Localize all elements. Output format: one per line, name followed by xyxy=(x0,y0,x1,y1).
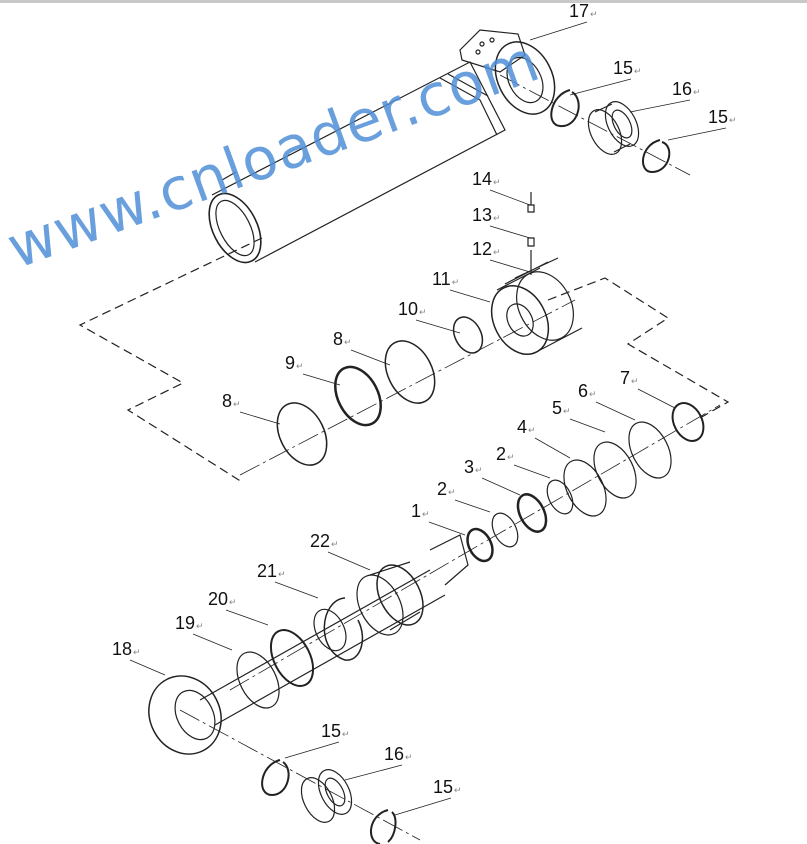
leader-line-4 xyxy=(534,437,571,459)
callout-label-11: 11 xyxy=(432,270,459,291)
callout-label-19: 19 xyxy=(175,614,204,635)
callout-label-5: 5 xyxy=(552,399,571,420)
snap-ring-15-bottom-right xyxy=(370,809,397,844)
callout-label-9: 9 xyxy=(285,354,304,375)
callout-label-15: 15 xyxy=(613,59,642,80)
leader-line-15 xyxy=(667,127,727,141)
leader-line-18 xyxy=(129,659,166,676)
leader-line-20 xyxy=(225,609,269,626)
callout-label-8: 8 xyxy=(333,330,352,351)
callout-label-16: 16 xyxy=(384,745,413,766)
callout-label-18: 18 xyxy=(112,640,141,661)
leader-line-15 xyxy=(569,78,632,96)
callout-label-4: 4 xyxy=(517,418,536,439)
leader-line-21 xyxy=(274,581,319,599)
leader-line-2 xyxy=(454,499,491,513)
ring-2 xyxy=(546,479,574,515)
leader-line-6 xyxy=(595,401,636,421)
callout-label-21: 21 xyxy=(257,562,286,583)
ring-8-upper xyxy=(384,340,436,404)
snap-ring-15-bottom xyxy=(261,759,290,797)
seal-20 xyxy=(269,629,315,687)
leader-line-2 xyxy=(513,464,551,479)
leader-line-15 xyxy=(284,741,340,759)
bearing-16-top xyxy=(587,101,640,155)
leader-line-16 xyxy=(629,99,691,113)
leader-line-11 xyxy=(449,289,491,303)
leader-line-17 xyxy=(529,21,588,41)
leader-lines xyxy=(129,21,727,816)
ring-6 xyxy=(628,421,672,479)
ring-8-lower xyxy=(276,402,328,466)
callout-label-8: 8 xyxy=(222,392,241,413)
callout-label-17: 17 xyxy=(569,2,598,23)
callout-label-10: 10 xyxy=(398,300,427,321)
piston-rod-18 xyxy=(148,534,469,755)
callout-label-15: 15 xyxy=(708,108,737,129)
ring-5 xyxy=(593,441,637,499)
ring-4 xyxy=(563,459,607,517)
pins-12-14 xyxy=(527,192,535,275)
callout-label-2: 2 xyxy=(496,445,515,466)
callout-label-14: 14 xyxy=(472,170,501,191)
snap-ring-22 xyxy=(323,597,364,661)
callout-label-15: 15 xyxy=(321,722,350,743)
leader-line-7 xyxy=(637,388,676,409)
callout-label-12: 12 xyxy=(472,240,501,261)
callout-label-15: 15 xyxy=(433,778,462,799)
snap-ring-15-top-right xyxy=(642,139,671,174)
callout-label-20: 20 xyxy=(208,590,237,611)
ring-3 xyxy=(516,493,548,533)
cylinder-barrel xyxy=(208,29,556,264)
snap-ring-15-top xyxy=(550,89,580,128)
callout-label-3: 3 xyxy=(464,458,483,479)
seal-7 xyxy=(671,402,705,442)
callout-label-7: 7 xyxy=(620,369,639,390)
leader-line-12 xyxy=(489,259,531,273)
leader-line-1 xyxy=(428,521,466,536)
ring-19 xyxy=(236,651,280,709)
dashed-boundary xyxy=(78,237,730,483)
callout-label-6: 6 xyxy=(578,382,597,403)
ring-10 xyxy=(452,316,484,354)
leader-line-13 xyxy=(489,225,531,239)
leader-line-8 xyxy=(350,349,391,366)
leader-line-22 xyxy=(327,551,371,571)
centerline-upper xyxy=(239,74,691,476)
callout-label-1: 1 xyxy=(411,502,430,523)
callout-label-2: 2 xyxy=(437,480,456,501)
leader-line-19 xyxy=(192,633,233,651)
leader-line-9 xyxy=(302,373,341,386)
leader-line-14 xyxy=(489,189,531,206)
leader-line-3 xyxy=(481,477,521,496)
leader-line-16 xyxy=(344,764,403,781)
centerline-lower xyxy=(179,404,721,841)
callout-label-13: 13 xyxy=(472,206,501,227)
callout-label-16: 16 xyxy=(672,80,701,101)
piston-11 xyxy=(490,257,583,355)
ring-1 xyxy=(466,527,494,563)
ring-2-lower xyxy=(491,512,519,548)
seal-21 xyxy=(313,608,347,652)
bearing-16-bottom xyxy=(300,769,353,823)
callout-label-22: 22 xyxy=(310,532,339,553)
leader-line-5 xyxy=(569,418,606,433)
leader-line-8 xyxy=(239,411,281,425)
ring-9 xyxy=(334,365,382,427)
top-border xyxy=(0,0,807,3)
leader-line-15 xyxy=(394,797,452,816)
leader-line-10 xyxy=(415,319,461,334)
